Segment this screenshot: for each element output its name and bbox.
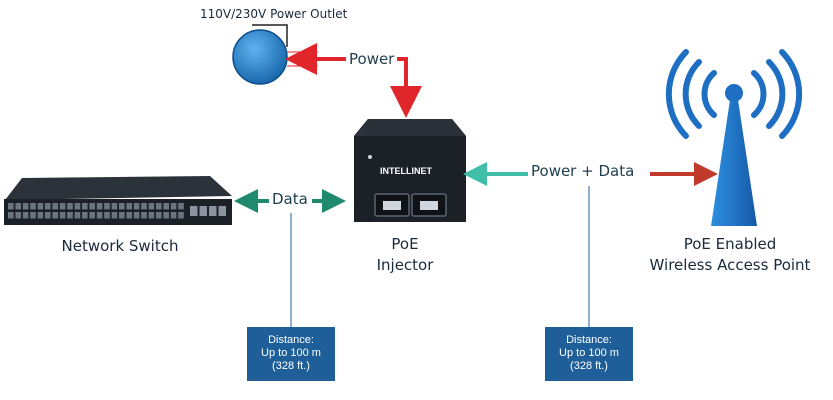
switch-port	[8, 203, 14, 210]
switch-port	[141, 212, 147, 219]
power-outlet-title: 110V/230V Power Outlet	[200, 7, 348, 21]
power-data-label: Power + Data	[528, 162, 638, 180]
switch-port	[141, 203, 147, 210]
switch-port	[119, 203, 125, 210]
power-outlet-icon	[232, 24, 318, 85]
switch-port	[74, 212, 81, 219]
injector-label-line1: PoE	[391, 235, 419, 253]
switch-port	[170, 203, 177, 210]
switch-port	[82, 212, 88, 219]
switch-port	[111, 212, 118, 219]
switch-port	[96, 212, 103, 219]
ap-label-line1: PoE Enabled	[683, 235, 777, 253]
switch-port	[89, 203, 95, 210]
switch-port	[104, 203, 110, 210]
switch-port	[15, 203, 21, 210]
switch-port	[52, 212, 58, 219]
switch-port	[96, 203, 103, 210]
switch-port	[133, 203, 140, 210]
distance-line1: Distance:	[566, 334, 612, 346]
switch-port	[45, 203, 51, 210]
switch-port	[163, 203, 169, 210]
switch-port	[15, 212, 21, 219]
switch-port	[104, 212, 110, 219]
switch-port	[37, 212, 44, 219]
power-arrow-to-injector	[390, 57, 422, 118]
switch-port	[74, 203, 81, 210]
network-switch-label: Network Switch	[61, 237, 179, 255]
switch-port	[82, 203, 88, 210]
power-label: Power	[346, 50, 398, 68]
switch-port	[37, 203, 44, 210]
poe-injector-label: PoE Injector	[360, 234, 450, 276]
switch-port	[133, 212, 140, 219]
switch-uplink-port	[190, 206, 198, 216]
switch-port	[178, 212, 184, 219]
distance-box-switch-injector: Distance: Up to 100 m (328 ft.)	[247, 327, 335, 381]
access-point-label: PoE Enabled Wireless Access Point	[630, 234, 830, 276]
switch-port	[67, 212, 73, 219]
switch-port	[126, 212, 132, 219]
switch-uplink-port	[199, 206, 207, 216]
injector-brand-label: INTELLINET	[380, 166, 432, 176]
injector-label-line2: Injector	[376, 256, 434, 274]
ap-label-line2: Wireless Access Point	[649, 256, 811, 274]
switch-port	[52, 203, 58, 210]
switch-port	[163, 212, 169, 219]
switch-port	[59, 203, 66, 210]
distance-line3: (328 ft.)	[272, 360, 310, 372]
switch-port	[8, 212, 14, 219]
switch-port	[170, 212, 177, 219]
distance-box-injector-ap: Distance: Up to 100 m (328 ft.)	[545, 327, 633, 381]
switch-port	[59, 212, 66, 219]
switch-port	[45, 212, 51, 219]
distance-line3: (328 ft.)	[570, 360, 608, 372]
switch-port	[148, 203, 155, 210]
switch-port	[119, 212, 125, 219]
distance-line1: Distance:	[268, 334, 314, 346]
poe-injector-device: INTELLINET	[354, 119, 466, 222]
distance-line2: Up to 100 m	[559, 347, 619, 359]
switch-port	[111, 203, 118, 210]
switch-port	[148, 212, 155, 219]
switch-port	[67, 203, 73, 210]
switch-port-grid	[8, 203, 226, 219]
switch-uplink-port	[209, 206, 217, 216]
switch-port	[89, 212, 95, 219]
switch-port	[30, 203, 36, 210]
switch-port	[30, 212, 36, 219]
data-label: Data	[269, 190, 311, 208]
switch-port	[156, 203, 162, 210]
switch-port	[126, 203, 132, 210]
switch-port	[156, 212, 162, 219]
switch-port	[22, 212, 29, 219]
switch-port	[178, 203, 184, 210]
switch-port	[22, 203, 29, 210]
distance-line2: Up to 100 m	[261, 347, 321, 359]
switch-uplink-port	[218, 206, 226, 216]
network-switch-device	[4, 176, 232, 225]
wireless-access-point-icon	[665, 49, 803, 226]
